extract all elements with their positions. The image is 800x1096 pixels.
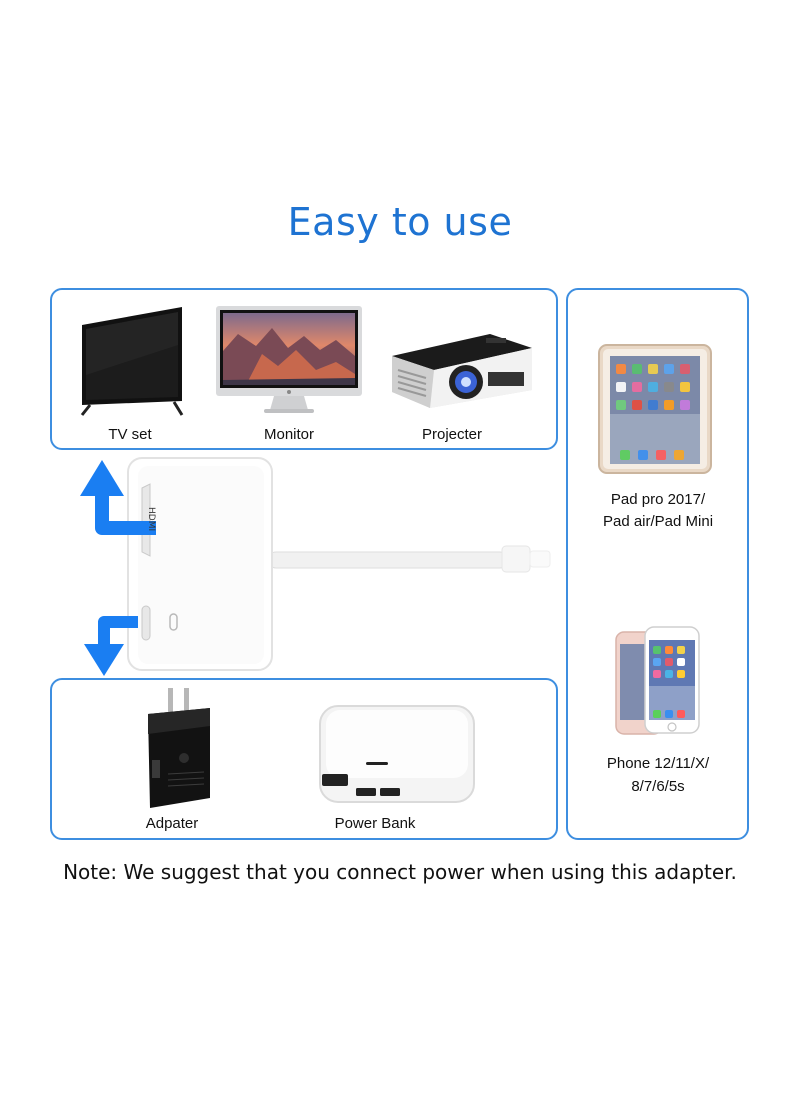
adapter-label: Adpater xyxy=(145,815,199,832)
monitor-icon xyxy=(216,306,362,414)
monitor-label: Monitor xyxy=(263,426,315,443)
tv-label: TV set xyxy=(108,426,152,443)
projector-label: Projecter xyxy=(421,426,483,443)
iphone-label-line1: Phone 12/11/X/ xyxy=(606,755,710,772)
page-title: Easy to use xyxy=(287,200,513,244)
power-adapter-icon xyxy=(140,686,220,812)
iphone-label-line2: 8/7/6/5s xyxy=(631,778,685,795)
adapter-illustration xyxy=(78,452,578,680)
iphone-icon xyxy=(615,626,701,736)
ipad-label-line2: Pad air/Pad Mini xyxy=(602,513,714,530)
power-bank-icon xyxy=(316,700,478,808)
devices-panel xyxy=(566,288,749,840)
power-bank-label: Power Bank xyxy=(334,815,416,832)
ipad-label-line1: Pad pro 2017/ xyxy=(610,491,706,508)
hdmi-port-label: HDMI xyxy=(146,507,156,532)
tv-icon xyxy=(78,305,186,417)
ipad-icon xyxy=(598,344,712,474)
projector-icon xyxy=(386,326,536,410)
usage-note: Note: We suggest that you connect power … xyxy=(63,860,737,884)
